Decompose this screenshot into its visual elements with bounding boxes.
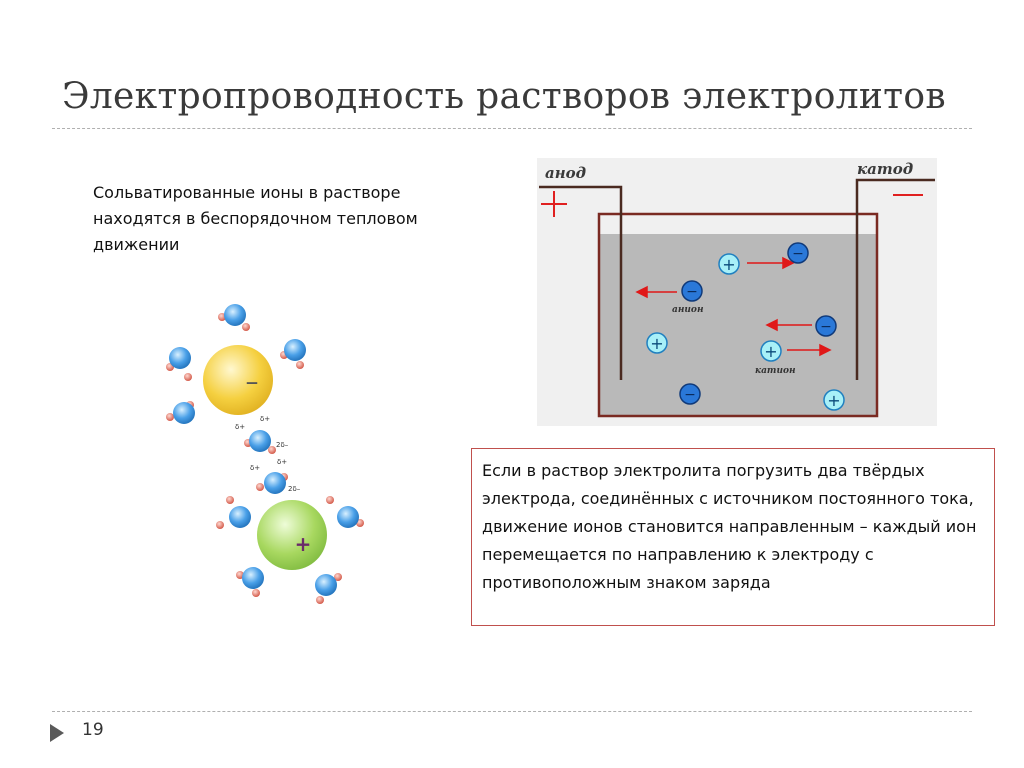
- cation-2: +: [646, 332, 668, 354]
- negative-ion-symbol: –: [246, 367, 259, 397]
- anode-plus-sign: [541, 191, 567, 217]
- intro-text: Сольватированные ионы в растворе находят…: [93, 183, 418, 254]
- svg-text:2δ–: 2δ–: [276, 441, 289, 449]
- positive-ion-symbol: +: [295, 532, 312, 556]
- vessel: [597, 212, 879, 418]
- svg-text:δ+: δ+: [277, 458, 287, 466]
- info-box: Если в раствор электролита погрузить два…: [471, 448, 995, 626]
- cathode-electrode: [855, 178, 935, 380]
- anion-3: −: [815, 315, 837, 337]
- cation-1: +: [718, 253, 740, 275]
- cathode-label: катод: [857, 160, 913, 178]
- svg-text:+: +: [650, 334, 663, 353]
- bridge-water: [244, 430, 288, 494]
- cation-4: +: [823, 389, 845, 411]
- slide-title: Электропроводность растворов электролито…: [62, 76, 946, 117]
- svg-text:δ+: δ+: [250, 464, 260, 472]
- svg-text:+: +: [827, 391, 840, 410]
- page-number: 19: [82, 720, 104, 740]
- svg-text:−: −: [684, 387, 696, 403]
- svg-text:δ+: δ+: [235, 423, 245, 431]
- anion-1: −: [787, 242, 809, 264]
- cation-label: катион: [755, 366, 796, 376]
- anode-label: анод: [545, 164, 586, 182]
- water-molecules-anion: [166, 304, 306, 424]
- cation-3: +: [760, 340, 782, 362]
- svg-text:−: −: [686, 284, 698, 300]
- svg-text:+: +: [764, 342, 777, 361]
- water-molecules-cation: [216, 496, 364, 604]
- negative-ion: [203, 345, 273, 415]
- solvated-ions-illustration: – δ+ δ+ 2δ– δ+ δ+ 2δ– +: [166, 304, 364, 604]
- anion-2: −: [681, 280, 703, 302]
- play-arrow-icon: [50, 724, 64, 742]
- anion-4: −: [679, 383, 701, 405]
- footer-divider: [52, 711, 972, 712]
- info-text: Если в раствор электролита погрузить два…: [482, 461, 977, 592]
- title-divider: [52, 128, 972, 129]
- svg-text:δ+: δ+: [260, 415, 270, 423]
- svg-text:−: −: [820, 319, 832, 335]
- anion-label: анион: [672, 305, 704, 315]
- svg-text:−: −: [792, 246, 804, 262]
- positive-ion: [257, 500, 327, 570]
- svg-text:+: +: [722, 255, 735, 274]
- svg-text:2δ–: 2δ–: [288, 485, 301, 493]
- electrolysis-diagram: анод катод + − − анион − + + катион − +: [537, 158, 937, 426]
- anode-electrode: [539, 185, 623, 380]
